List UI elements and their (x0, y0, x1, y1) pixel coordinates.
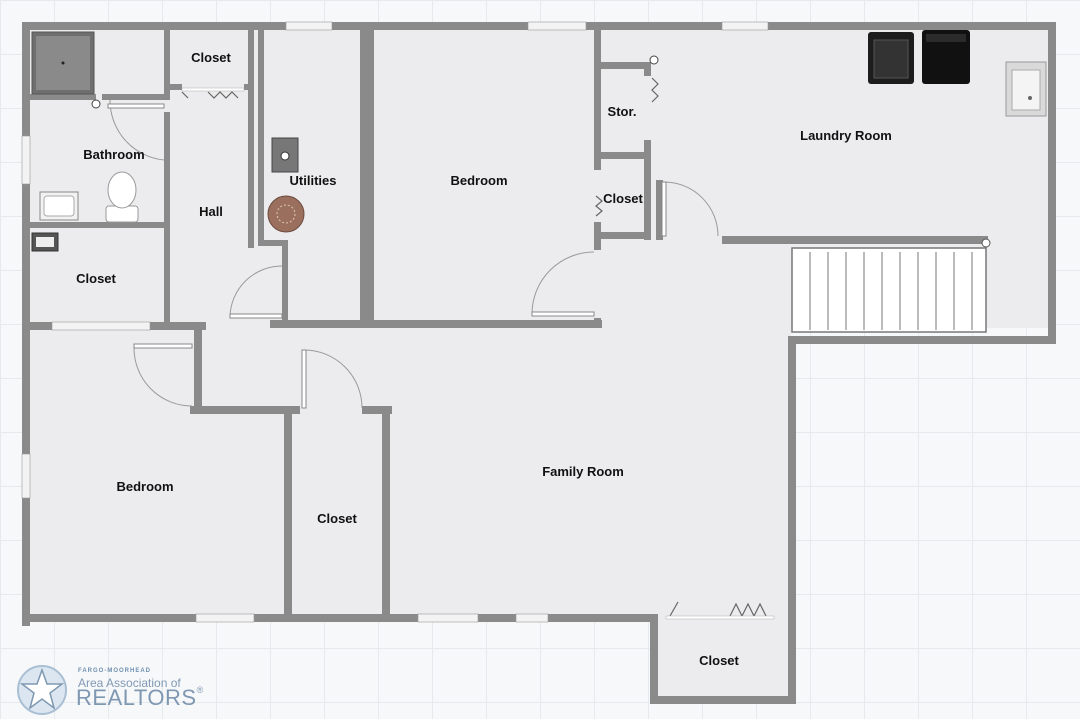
room-label-closet-center: Closet (317, 511, 357, 526)
star-logo-icon (17, 665, 67, 715)
panel-icon (31, 232, 59, 252)
realtors-logo: FARGO-MOORHEAD Area Association of REALT… (16, 662, 216, 716)
room-label-closet-bottom: Closet (699, 653, 739, 668)
room-label-utilities: Utilities (290, 173, 337, 188)
toilet-icon (105, 171, 139, 223)
room-label-bedroom-north: Bedroom (450, 173, 507, 188)
furnace-icon (267, 195, 305, 233)
room-label-family-room: Family Room (542, 464, 624, 479)
windows (21, 21, 769, 623)
light-icon (649, 55, 659, 65)
room-label-bathroom: Bathroom (83, 147, 144, 162)
room-label-closet-left: Closet (76, 271, 116, 286)
sink-icon (39, 191, 79, 221)
room-label-closet-top-left: Closet (191, 50, 231, 65)
logo-realtors-text: REALTORS (76, 685, 197, 710)
logo-middle-line: Area Association of (78, 676, 181, 690)
room-label-closet-mid: Closet (603, 191, 643, 206)
logo-main-line: REALTORS® (76, 685, 204, 711)
utility-sink-icon (1005, 61, 1047, 117)
doors (107, 77, 775, 620)
room-label-bedroom-southwest: Bedroom (116, 479, 173, 494)
dryer-icon (868, 32, 914, 84)
room-label-hall: Hall (199, 204, 223, 219)
light-icon (91, 99, 101, 109)
stairs (791, 238, 991, 333)
washer-icon (922, 30, 970, 84)
logo-registered-mark: ® (196, 685, 204, 695)
room-label-storage: Stor. (608, 104, 637, 119)
fixtures (31, 30, 1047, 252)
logo-top-line: FARGO-MOORHEAD (78, 668, 151, 674)
water-heater-icon (271, 137, 299, 173)
shower-icon (31, 31, 95, 95)
room-label-laundry-room: Laundry Room (800, 128, 892, 143)
floor-areas (26, 26, 1054, 700)
room-labels: Closet Bathroom Hall Utilities Bedroom S… (76, 50, 892, 668)
